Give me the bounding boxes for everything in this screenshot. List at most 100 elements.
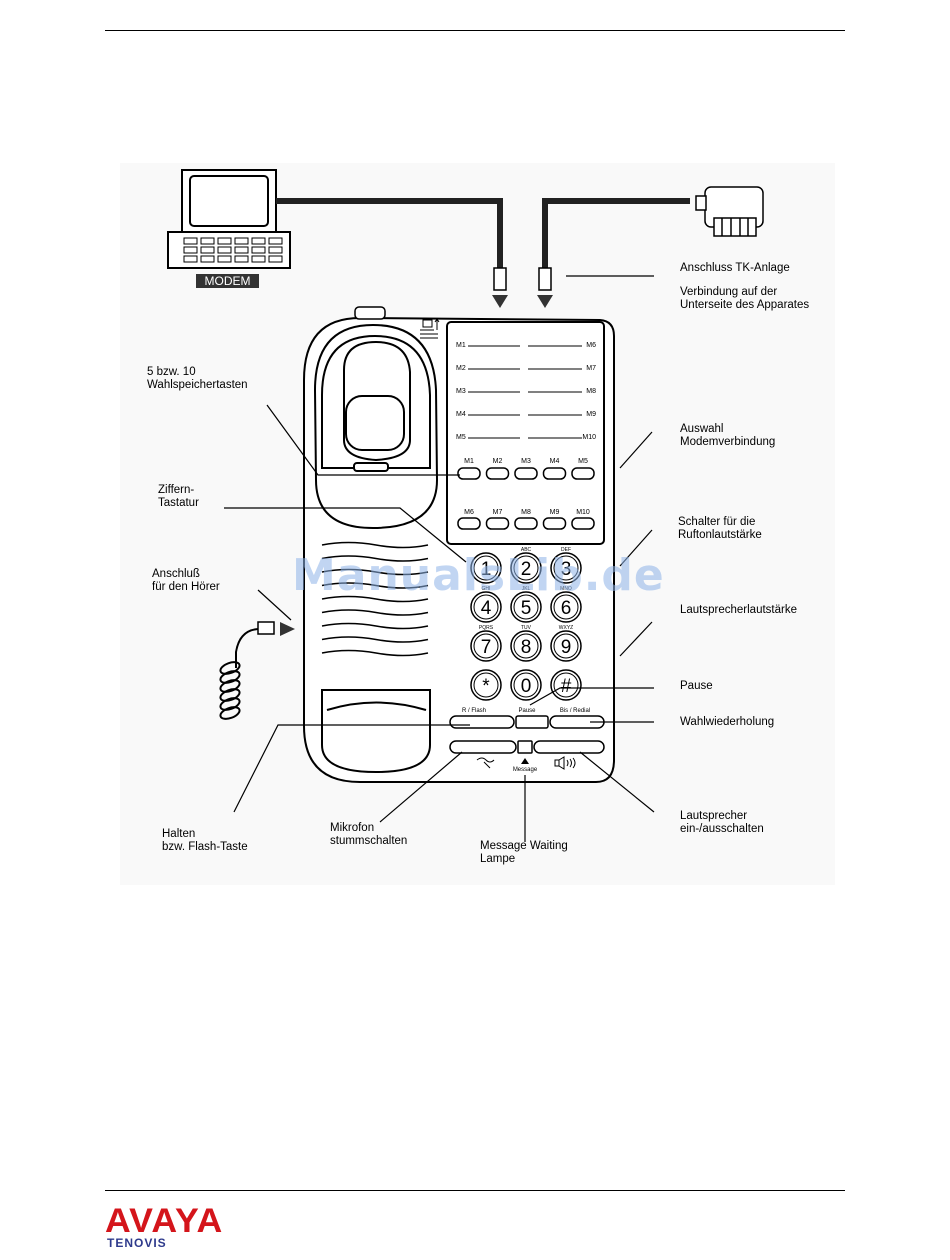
keypad-key[interactable] xyxy=(470,630,502,662)
keypad-letters: TUV xyxy=(521,625,532,631)
memory-key[interactable] xyxy=(485,467,510,480)
memory-key-label: M7 xyxy=(493,509,503,516)
coil-loop xyxy=(219,670,241,684)
keypad-key[interactable] xyxy=(470,669,502,701)
keypad-digit: 7 xyxy=(481,637,492,658)
keypad-key-inner xyxy=(513,672,539,698)
keypad-letters: GHI xyxy=(482,586,491,592)
keypad-digit: 5 xyxy=(521,598,532,619)
grill-line xyxy=(321,622,429,630)
keypad-key[interactable] xyxy=(510,630,542,662)
label-wahlwiederholung: Wahlwiederholung xyxy=(680,716,775,728)
coil-loop xyxy=(219,688,241,702)
modem-select-icon xyxy=(420,318,440,339)
memory-key-label: M6 xyxy=(464,509,474,516)
keypad-key[interactable] xyxy=(470,552,502,584)
keypad-key[interactable] xyxy=(510,552,542,584)
grill-line xyxy=(321,609,429,616)
keypad-digit: 6 xyxy=(561,598,572,619)
keypad-letters: MNO xyxy=(560,586,572,592)
keypad-key[interactable] xyxy=(550,669,582,701)
label-hoerer: Anschluß für den Hörer xyxy=(152,568,220,593)
memory-key[interactable] xyxy=(542,467,567,480)
memory-key-label: M10 xyxy=(576,509,590,516)
label-ziffern-tastatur: Ziffern- Tastatur xyxy=(158,484,199,509)
keypad-key-inner xyxy=(553,633,579,659)
modem-key xyxy=(251,237,266,245)
keypad-key-inner xyxy=(513,594,539,620)
modem-key xyxy=(234,246,249,254)
memory-key[interactable] xyxy=(514,517,538,530)
keypad-digit: 2 xyxy=(521,559,532,580)
speaker-icon xyxy=(554,756,576,770)
logo-subtext: TENOVIS xyxy=(107,1236,167,1250)
keypad-key-inner xyxy=(553,594,579,620)
label-mikrofon: Mikrofon stummschalten xyxy=(330,822,408,847)
modem-key xyxy=(251,255,266,263)
label-lautsprecher-ein: Lautsprecher ein-/ausschalten xyxy=(680,810,764,835)
memory-key-label: M9 xyxy=(550,509,560,516)
speaker-key xyxy=(533,740,605,754)
memory-key[interactable] xyxy=(485,517,510,530)
memory-key[interactable] xyxy=(457,517,481,530)
grill-line xyxy=(321,582,429,589)
memory-key[interactable] xyxy=(571,517,595,530)
message-lamp xyxy=(517,740,533,754)
memory-key-label: M4 xyxy=(550,458,560,465)
memory-key[interactable] xyxy=(542,517,567,530)
memory-row-left-label: M5 xyxy=(456,434,466,441)
label-verbindung: Verbindung auf der Unterseite des Appara… xyxy=(680,286,810,311)
top-rule xyxy=(105,30,845,31)
label-message-lampe: Message Waiting Lampe xyxy=(480,840,568,865)
grill-line xyxy=(321,541,429,549)
pause-key xyxy=(515,715,549,729)
label-auswahl-modem: Auswahl Modemverbindung xyxy=(680,423,776,448)
memory-row-right-label: M6 xyxy=(586,342,596,349)
flash-key xyxy=(449,715,515,729)
watermark: ManualsLib.de xyxy=(292,550,665,601)
keypad-key-inner xyxy=(473,594,499,620)
modem-key xyxy=(268,255,283,263)
memory-key[interactable] xyxy=(571,467,595,480)
keypad-letters: WXYZ xyxy=(559,625,573,631)
keypad-letters: DEF xyxy=(561,547,571,553)
memory-row-right-label: M10 xyxy=(582,434,596,441)
keypad-key[interactable] xyxy=(550,630,582,662)
message-arrow-icon xyxy=(521,758,529,764)
modem-key xyxy=(234,237,249,245)
cord-arrow xyxy=(280,622,295,636)
memory-row-left-label: M2 xyxy=(456,365,466,372)
keypad-key[interactable] xyxy=(550,552,582,584)
modem-label: MODEM xyxy=(205,274,251,288)
keypad-key-inner xyxy=(473,555,499,581)
grill-line xyxy=(321,568,429,576)
memory-row-left-label: M4 xyxy=(456,411,466,418)
keypad-digit: 1 xyxy=(481,559,492,580)
label-pause: Pause xyxy=(680,680,713,692)
keypad-key[interactable] xyxy=(470,591,502,623)
modem-cable xyxy=(276,198,690,268)
modem-key xyxy=(217,246,232,254)
modem-key xyxy=(217,255,232,263)
memory-key[interactable] xyxy=(514,467,538,480)
memory-row-right-label: M7 xyxy=(586,365,596,372)
keypad-digit: 8 xyxy=(521,637,532,658)
modem-key xyxy=(200,237,215,245)
label-lautsprecherlautstaerke: Lautsprecherlautstärke xyxy=(680,604,797,616)
label-anschluss-tk: Anschluss TK-Anlage xyxy=(680,262,790,274)
memory-key[interactable] xyxy=(457,467,481,480)
modem-key xyxy=(183,246,198,254)
memory-row-right-label: M8 xyxy=(586,388,596,395)
rj-connectors xyxy=(493,267,552,291)
keypad-key[interactable] xyxy=(510,669,542,701)
keypad-key-inner xyxy=(513,633,539,659)
logo-text: AVAYA xyxy=(105,1202,224,1240)
grill-line xyxy=(321,595,429,603)
memory-key-label: M3 xyxy=(521,458,531,465)
modem-key xyxy=(268,246,283,254)
keypad-key[interactable] xyxy=(510,591,542,623)
keypad-key[interactable] xyxy=(550,591,582,623)
modem-key xyxy=(268,237,283,245)
modem-key xyxy=(217,237,232,245)
memory-row-left-label: M3 xyxy=(456,388,466,395)
